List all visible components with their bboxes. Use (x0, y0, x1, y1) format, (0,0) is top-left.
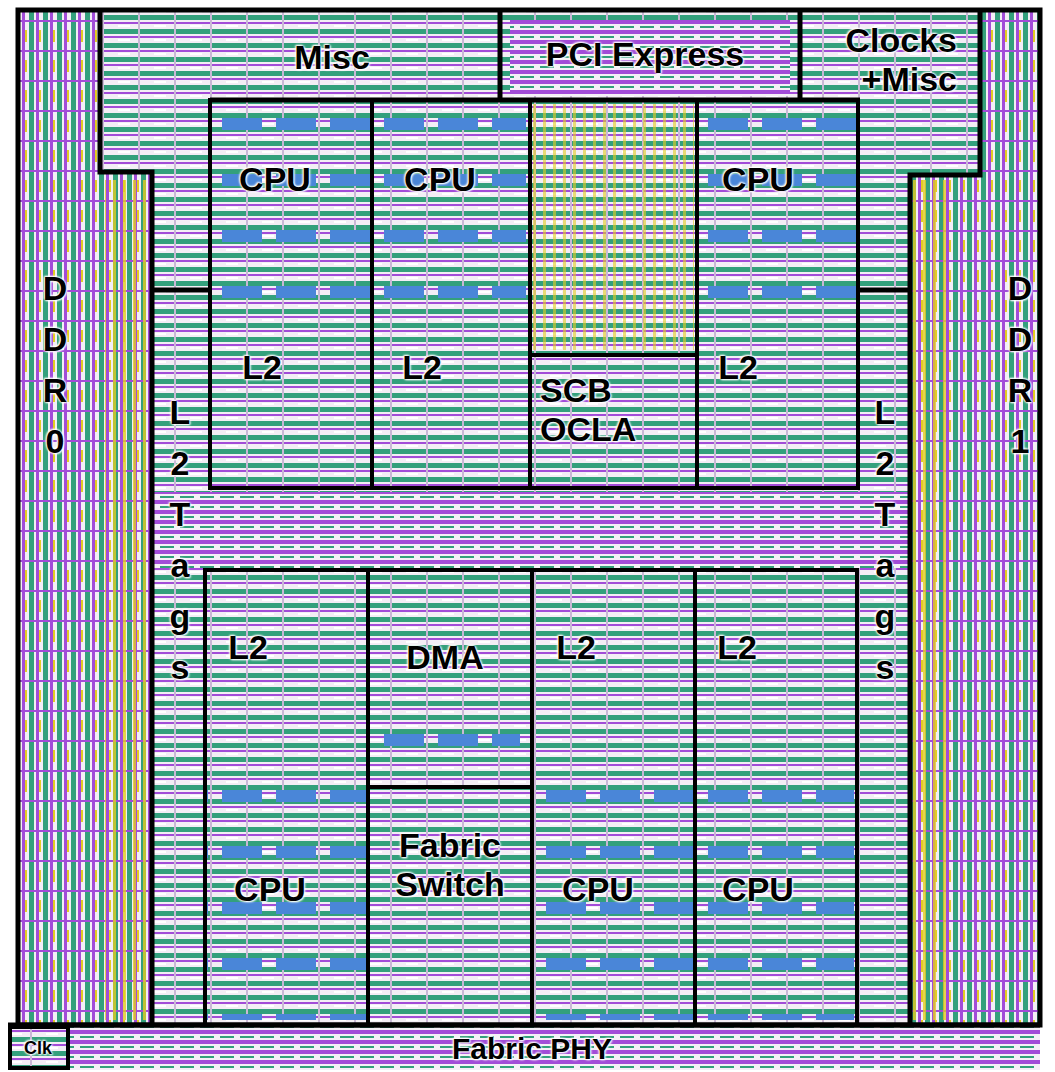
block-label: CPU (722, 870, 794, 909)
ddr-texture (100, 172, 152, 1025)
l2-cpu-block: L2CPU (693, 568, 859, 1027)
region-outline (498, 12, 503, 100)
ddr-texture (20, 12, 100, 1025)
pcie-texture (510, 20, 790, 96)
pcie-region: PCI Express (500, 12, 800, 100)
phy-texture (68, 1027, 1040, 1070)
ddr-phy-region: DDR0 (18, 12, 100, 1025)
block-label: L2 (717, 628, 757, 667)
l2-cpu-block: L2CPU (530, 568, 697, 1027)
cpu-l2-block: CPU L2 (370, 98, 532, 490)
l2-tags-region: L2 Tags (152, 290, 210, 1025)
block-label: Clocks +Misc (829, 21, 957, 99)
block-label: Fabric PHY (452, 1032, 612, 1067)
block-label: L2 (718, 348, 758, 387)
clock-region: Clocks +Misc (800, 12, 980, 175)
ddr-phy-region: DDR1 (980, 12, 1040, 1025)
block-label: Fabric Switch (375, 826, 525, 904)
block-label: CPU (234, 870, 306, 909)
block-label: L2 (228, 628, 268, 667)
block-label: PCI Express (546, 35, 744, 74)
cpu-l2-block: CPU L2 (208, 98, 374, 490)
cpu-texture (700, 110, 856, 300)
dma-texture (380, 690, 520, 770)
dma-block: DMA (366, 568, 534, 789)
pcie-texture (532, 104, 694, 350)
cpu-texture (207, 780, 367, 1020)
scb-ocla-block: SCB OCLA (528, 353, 699, 490)
vertical-label: L2 Tags (163, 387, 197, 693)
block-label: DMA (406, 638, 483, 677)
vertical-label: DDR1 (1003, 263, 1037, 467)
bus-texture (150, 492, 910, 568)
ddr-texture (980, 12, 1040, 1025)
region-outline (858, 288, 910, 293)
cpu-l2-block: CPU L2 (695, 98, 860, 490)
region-outline (100, 12, 152, 1025)
fabric-phy-region: Fabric PHY (68, 1027, 1040, 1070)
l2-cpu-block: L2CPU (203, 568, 370, 1027)
fabric-switch-block: Fabric Switch (366, 785, 534, 1027)
die-outline (18, 10, 1040, 1025)
block-label: CPU (562, 870, 634, 909)
block-label: L2 (242, 348, 282, 387)
ddr-texture (912, 180, 952, 1020)
block-label: Misc (294, 38, 370, 77)
region-outline (152, 288, 210, 293)
ddr-texture (105, 180, 150, 1020)
block-label: CPU (239, 160, 311, 199)
block-label: L2 (556, 628, 596, 667)
vertical-label: L2 Tags (868, 387, 902, 693)
misc-region: Misc (100, 12, 500, 100)
block-label: L2 (402, 348, 442, 387)
die-texture (10, 10, 1040, 1070)
region-outline (798, 12, 803, 100)
clk-block: Clk (8, 1025, 70, 1070)
block-label: SCB OCLA (540, 371, 672, 449)
l2-tags-region: L2 Tags (858, 290, 910, 1025)
block-label: CPU (404, 160, 476, 199)
block-label: Clk (24, 1038, 52, 1059)
region-outline (910, 12, 980, 1025)
ddr-texture (910, 175, 980, 1025)
region-outlines (8, 10, 1040, 1025)
die-area (18, 10, 1040, 1025)
block-label: CPU (722, 160, 794, 199)
vertical-label: DDR0 (38, 263, 72, 467)
clk-texture (10, 1027, 68, 1070)
